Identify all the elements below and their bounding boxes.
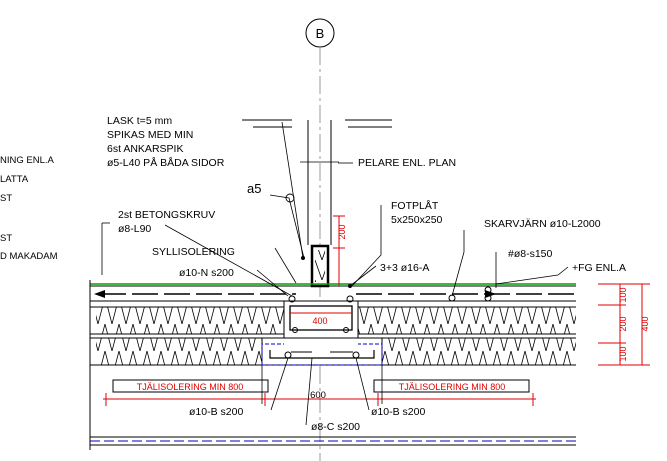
frost-insulation: TJÄLISOLERING MIN 800 TJÄLISOLERING MIN … (103, 365, 536, 406)
left-note-3: ST (0, 193, 12, 204)
right-dim-mid: 200 (618, 316, 628, 331)
right-dim-top: 100 (618, 287, 628, 302)
footing (261, 295, 383, 366)
pedestal-height-dim: 200 (337, 224, 347, 239)
pedestal-dimensions: 200 400 (290, 215, 352, 326)
right-dimensions: 100 200 100 400 (598, 283, 650, 366)
frost-insulation-right: TJÄLISOLERING MIN 800 (399, 382, 506, 392)
floor-slab (90, 283, 576, 302)
label-betongskruv-1: 2st BETONGSKRUV (118, 209, 215, 221)
label-n-bars: ø10-N s200 (179, 267, 234, 279)
annotation-labels: LASK t=5 mm SPIKAS MED MIN 6st ANKARSPIK… (107, 115, 626, 433)
label-betongskruv-2: ø8-L90 (118, 223, 151, 235)
label-a-bars: 3+3 ø16-A (380, 262, 429, 274)
leader-lines (101, 121, 569, 426)
label-b-bars-left: ø10-B s200 (189, 406, 243, 418)
left-note-4: ST (0, 233, 12, 244)
pedestal-width-dim: 400 (312, 316, 327, 326)
footing-block (261, 337, 383, 366)
left-note-1: NING ENL.A (0, 155, 55, 166)
column (242, 119, 392, 288)
right-dim-total: 400 (640, 316, 650, 331)
label-fg: +FG ENL.A (572, 262, 626, 274)
label-mesh: #ø8-s150 (508, 248, 553, 260)
label-c-bars: ø8-C s200 (311, 421, 360, 433)
grid-label: B (316, 26, 325, 41)
left-note-2: LATTA (0, 174, 29, 185)
label-skarvjarn: SKARVJÄRN ø10-L2000 (484, 218, 601, 230)
footing-width-dim: 600 (310, 390, 326, 401)
label-weld: a5 (247, 181, 261, 196)
label-fotplat-1: FOTPLÅT (391, 199, 439, 212)
label-lask-3: 6st ANKARSPIK (107, 143, 183, 155)
label-lask-2: SPIKAS MED MIN (107, 129, 193, 141)
left-notes: NING ENL.A LATTA ST ST D MAKADAM (0, 155, 58, 262)
label-syllisolering: SYLLISOLERING (152, 246, 235, 258)
label-b-bars-right: ø10-B s200 (371, 406, 425, 418)
label-lask-4: ø5-L40 PÅ BÅDA SIDOR (107, 156, 225, 169)
right-dim-bottom: 100 (618, 346, 628, 361)
label-lask-1: LASK t=5 mm (107, 115, 172, 127)
frost-insulation-left: TJÄLISOLERING MIN 800 (137, 382, 244, 392)
label-pelare: PELARE ENL. PLAN (358, 157, 456, 169)
left-note-5: D MAKADAM (0, 251, 58, 262)
label-fotplat-2: 5x250x250 (391, 214, 443, 226)
subbase (89, 280, 576, 450)
